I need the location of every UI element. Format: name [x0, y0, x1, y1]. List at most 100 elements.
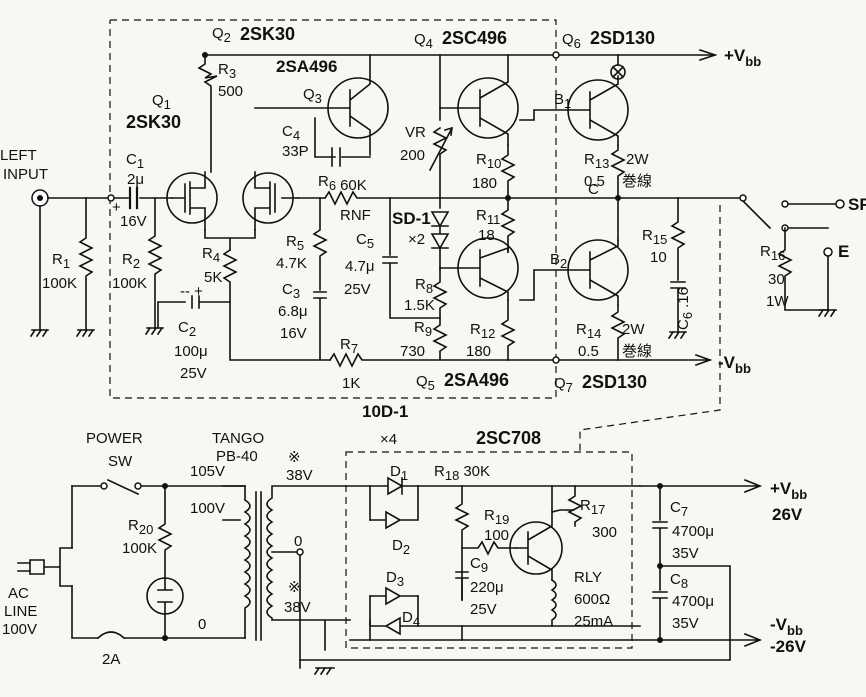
r1-label: R1 — [52, 251, 70, 271]
c9-value: 220μ — [470, 579, 504, 596]
r6-resistor — [323, 190, 511, 206]
ground-symbol — [29, 328, 49, 338]
power-switch-label: POWER — [86, 430, 143, 447]
tango-label-1: TANGO — [212, 430, 264, 447]
speaker-terminal-e[interactable] — [823, 247, 833, 257]
out-neg-voltage: -26V — [770, 637, 807, 656]
d3-label: D3 — [386, 569, 404, 589]
input-label-2: INPUT — [3, 166, 48, 183]
c3-rating: 16V — [280, 325, 307, 342]
r19-value: 100 — [484, 527, 509, 544]
r13-label: R13 — [584, 151, 609, 171]
r1-resistor — [78, 197, 94, 331]
r9-value: 730 — [400, 343, 425, 360]
sec-0: 0 — [294, 533, 302, 550]
tango-label-2: PB-40 — [216, 448, 258, 465]
transformer-core — [255, 491, 262, 641]
node — [162, 635, 168, 641]
c2-label: C2 — [178, 319, 196, 339]
c2-value: 100μ — [174, 343, 208, 360]
r8-r9-resistors — [432, 269, 448, 361]
r7-value: 1K — [342, 375, 360, 392]
r4-resistor — [222, 248, 331, 361]
link-dashed-line — [579, 205, 721, 452]
r1-value: 100K — [42, 275, 77, 292]
sd-diodes — [430, 211, 450, 271]
speaker-terminal-sf[interactable] — [835, 199, 845, 209]
node — [615, 195, 621, 201]
q2-part: 2SK30 — [240, 24, 295, 44]
r10-r11-resistors — [500, 144, 516, 253]
r10-label: R10 — [476, 151, 501, 171]
switch-node — [134, 482, 142, 490]
c3-label: C3 — [282, 281, 300, 301]
q6-label: Q6 — [562, 31, 581, 51]
relay-coil — [550, 578, 557, 627]
node — [657, 563, 663, 569]
c6-label: C6.16 — [675, 287, 695, 330]
c8-capacitor — [652, 565, 668, 641]
c2-capacitor — [157, 295, 231, 329]
r3-label: R3 — [218, 61, 236, 81]
r20-value: 100K — [122, 540, 157, 557]
rail-node — [552, 356, 560, 364]
c1-label: C1 — [126, 151, 144, 171]
r20-label: R20 — [128, 517, 153, 537]
r10-value: 180 — [472, 175, 497, 192]
r4-label: R4 — [202, 245, 220, 265]
c8-rating: 35V — [672, 615, 699, 632]
input-jack-center — [37, 195, 43, 201]
c7-value: 4700μ — [672, 523, 714, 540]
ground-symbol — [817, 308, 837, 318]
fuse-label: 2A — [102, 651, 120, 668]
c7-rating: 35V — [672, 545, 699, 562]
r16-watt: 1W — [766, 293, 789, 310]
r16-value: 30 — [768, 271, 785, 288]
tap-100: 100V — [190, 500, 225, 517]
r13-watt: 2W — [626, 151, 649, 168]
tap-105: 105V — [190, 463, 225, 480]
r7-resistor — [328, 352, 561, 368]
output-node-label: C — [588, 181, 599, 198]
q2-label: Q2 — [212, 25, 231, 45]
c1-capacitor — [128, 186, 139, 210]
neg-rail-label: -Vbb — [718, 353, 751, 376]
q3-part: 2SA496 — [276, 57, 337, 76]
q5-label: Q5 — [416, 373, 435, 393]
node — [162, 483, 168, 489]
supply-regulator-boundary — [345, 451, 633, 649]
r5-value: 4.7K — [276, 255, 307, 272]
r20-resistor — [157, 485, 173, 579]
c5-rating: 25V — [344, 281, 371, 298]
q7-leads — [519, 239, 619, 306]
r14-label: R14 — [576, 321, 601, 341]
vr-label: VR — [405, 124, 426, 141]
q6-part: 2SD130 — [590, 28, 655, 48]
r2-label: R2 — [122, 251, 140, 271]
r19-resistor — [461, 540, 517, 556]
amplifier-module-boundary — [109, 19, 557, 399]
out-neg-label: -Vbb — [770, 615, 803, 638]
sec-mark-a: ※ — [288, 449, 301, 466]
transformer-primary — [222, 485, 251, 639]
c3-value: 6.8μ — [278, 303, 308, 320]
c7-label: C7 — [670, 499, 688, 519]
switch-node — [100, 482, 108, 490]
c1-rating: 16V — [120, 213, 147, 230]
out-pos-voltage: 26V — [772, 505, 803, 524]
r8-value: 1.5K — [404, 297, 435, 314]
power-switch-sw: SW — [108, 453, 133, 470]
sec-38v-b: 38V — [284, 599, 311, 616]
q8-part: 2SC708 — [476, 428, 541, 448]
speaker-sf-label: SF — [848, 195, 866, 214]
fet-source-wire — [204, 197, 299, 251]
r9-label: R9 — [414, 319, 432, 339]
c9-rating: 25V — [470, 601, 497, 618]
d2-label: D2 — [392, 537, 410, 557]
power-switch[interactable] — [71, 478, 246, 496]
r11-value: 18 — [478, 227, 495, 244]
q4-leads — [439, 54, 509, 146]
tap-0: 0 — [198, 616, 206, 633]
ground-symbol — [667, 330, 687, 340]
